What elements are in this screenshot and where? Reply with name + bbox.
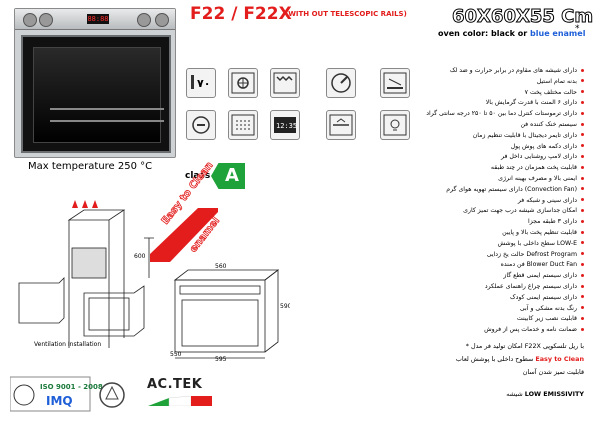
rotisserie-icon [186,110,216,140]
oven-rack [50,108,164,110]
feature-item: دارای ۶ المنت با قدرت گرمایش بالا [486,98,584,107]
feature-item: فن دمنده Blower Duct Fan [501,260,584,269]
icon-label: 12:35 [276,122,297,130]
feature-item: ایمنی بالا و مصرف بهینه انرژی [498,174,584,183]
feature-item: سیستم خنک کننده فن [520,120,584,129]
brand-logo: AC.TEK [147,377,203,392]
italy-flag-icon [148,396,212,406]
certification-logos: ISO 9001 - 2008 IMQ [10,376,125,412]
easy-clean-banner [150,208,218,262]
control-panel: 88:88 [15,9,175,30]
feature-item: دارای شیشه های مقاوم در برابر حرارت و ضد… [450,66,584,75]
feature-item: رنگ بدنه مشکی و آبی [520,304,584,313]
recycle-icon [99,382,125,408]
star-mark: * [575,24,580,34]
note-easy-clean: سطوح داخلی با پوشش لعاب Easy to Clean [455,355,584,363]
installation-drawing: Ventilation Installation 600 [18,200,154,348]
knob-icon [137,13,151,27]
dim-width: 560 [215,263,227,270]
feature-item: دارای ۳ طبقه مجزا [528,217,584,226]
knob-icon [155,13,169,27]
energy-class-badge: class A [185,163,245,189]
feature-item: ضمانت نامه و خدمات پس از فروش [484,325,584,334]
defrost-icon [228,110,258,140]
thermometer-icon: ۷۰ [186,68,216,98]
model-subtitle: (WITH OUT TELESCOPIC RAILS) [285,10,407,18]
timer-display: 88:88 [87,14,109,24]
dim-side: 600 [134,253,146,260]
oven-color: oven color: black or blue enamel [438,29,586,38]
feature-item: ۷ حالت مختلف پخت [525,88,584,97]
note-telescopic: * امکان تولید فر مدل F22X با ریل تلسکوپی [465,342,584,350]
temperature-knob-icon [326,68,356,98]
feature-item: دارای سیستم ایمنی قطع گاز [503,271,584,280]
feature-item: دارای سیستم تهویه هوای گرم (Convection F… [446,185,584,194]
oven-photo: 88:88 [14,8,176,158]
note-clean: قابلیت تمیز شدن آسان [522,368,584,376]
feature-item: دارای لامپ روشنایی داخل فر [501,152,584,161]
note-low-e: شیشه LOW EMISSIVITY [506,390,584,398]
feature-item: دارای تایمر دیجیتال با قابلیت تنظیم زمان [473,131,584,140]
icon-label: ۷۰ [197,77,210,90]
feature-item: دارای سینی و شبکه فر [518,196,584,205]
feature-item: حالت یخ زدایی Defrost Program [487,250,584,259]
dim-front: 595 [215,356,227,362]
oven-light-icon [380,110,410,140]
feature-item: دارای سیستم ایمنی کودک [510,293,584,302]
feature-item: دارای دکمه های پوش پول [511,142,584,151]
oven-size: 60X60X55 Cm [451,6,594,28]
timer-display-icon: 12:35 [270,110,300,140]
bottom-heater-icon [380,68,410,98]
max-temperature: Max temperature 250 °C [28,161,153,172]
cert-iso: ISO 9001 - 2008 [40,383,103,391]
front-drawing: 560 590 595 550 [170,263,290,362]
energy-arrow [211,163,245,189]
feature-item: دارای ترموستات کنترل دما بین ۵۰ تا ۲۵۰ د… [426,109,584,118]
oven-door [21,35,171,153]
feature-item: قابلیت تنظیم پخت بالا و پایین [502,228,584,237]
feature-item: بدنه تمام استیل [537,77,584,86]
feature-item: سطح داخلی با پوشش LOW-E [498,239,584,248]
feature-item: دارای سیستم چراغ راهنمای عملکرد [485,282,584,291]
feature-item: قابلیت نصب زیر کابینت [517,314,584,323]
knob-icon [39,13,53,27]
knob-icon [23,13,37,27]
dim-depth: 550 [170,351,182,358]
feature-item: قابلیت پخت همزمان در چند طبقه [491,163,584,172]
cert-imq: IMQ [46,394,73,408]
model-title: F22 / F22X [190,4,292,24]
feature-item: امکان جداسازی شیشه درب جهت تمیز کاری [463,206,584,215]
tray-icon [326,110,356,140]
grill-heater-icon [270,68,300,98]
drawing-caption: Ventilation Installation [34,341,101,348]
oven-rack [50,120,164,122]
convection-fan-icon [228,68,258,98]
dim-height: 590 [280,303,290,310]
oven-window [33,47,164,143]
